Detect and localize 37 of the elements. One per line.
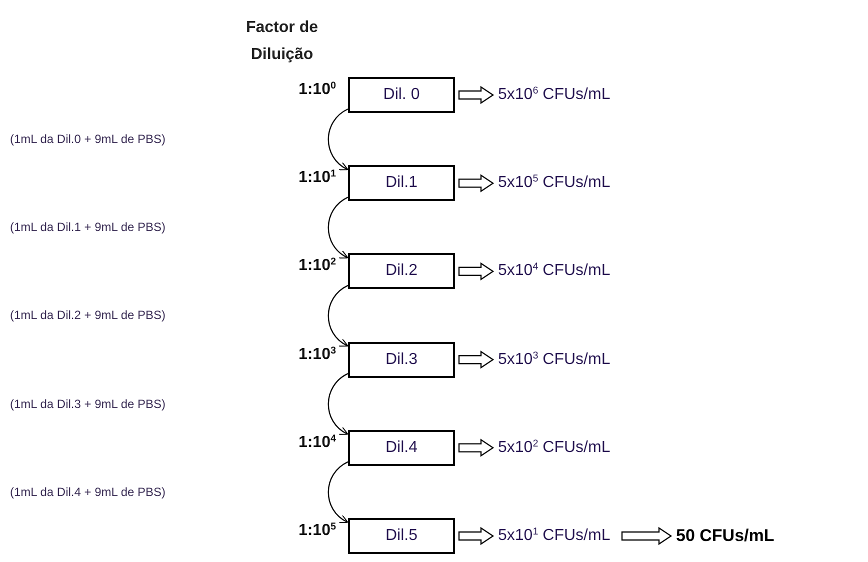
- concentration-label: 5x10$^{5}$ CFUs/mL: [498, 171, 618, 196]
- dilution-factor: 1:10$^{0}$: [297, 81, 336, 99]
- block-arrow: [458, 526, 494, 546]
- dilution-note: (1mL da Dil.2 + 9mL de PBS): [10, 308, 166, 322]
- dilution-box: Dil.3: [348, 342, 455, 378]
- dilution-factor: 1:10$^{5}$: [297, 522, 336, 540]
- block-arrow: [621, 526, 672, 546]
- curved-arrow: [328, 196, 348, 258]
- concentration-label: 5x10$^{4}$ CFUs/mL: [498, 259, 618, 284]
- concentration-label: 5x10$^{2}$ CFUs/mL: [498, 436, 618, 460]
- concentration-label: 5x10$^{6}$ CFUs/mL: [498, 83, 618, 107]
- block-arrow: [458, 262, 494, 281]
- dilution-note: (1mL da Dil.1 + 9mL de PBS): [10, 220, 166, 234]
- dilution-box: Dil.2: [348, 253, 455, 290]
- block-arrow: [458, 438, 494, 457]
- curved-arrow: [328, 284, 348, 347]
- block-arrow: [458, 174, 494, 192]
- dilution-factor: 1:10$^{1}$: [297, 169, 336, 188]
- curved-arrow: [328, 373, 348, 435]
- curved-arrow: [328, 108, 348, 170]
- dilution-note: (1mL da Dil.4 + 9mL de PBS): [10, 484, 166, 499]
- block-arrow: [458, 350, 494, 369]
- concentration-label: 50 CFUs/mL: [676, 524, 802, 548]
- column-heading: Factor de Diluição: [244, 18, 319, 65]
- dilution-box: Dil. 0: [348, 77, 455, 113]
- dilution-box: Dil.4: [348, 430, 455, 466]
- concentration-label: 5x10$^{3}$ CFUs/mL: [498, 348, 618, 372]
- dilution-box: Dil.1: [348, 165, 455, 202]
- concentration-label: 5x10$^{1}$ CFUs/mL: [498, 524, 618, 548]
- dilution-factor: 1:10$^{4}$: [297, 434, 336, 452]
- dilution-factor: 1:10$^{2}$: [297, 257, 336, 276]
- dilution-note: (1mL da Dil.3 + 9mL de PBS): [10, 396, 166, 411]
- block-arrow: [458, 86, 494, 104]
- curved-arrow: [328, 461, 348, 524]
- dilution-box: Dil.5: [348, 518, 455, 554]
- dilution-note: (1mL da Dil.0 + 9mL de PBS): [10, 132, 166, 146]
- dilution-factor: 1:10$^{3}$: [297, 346, 336, 364]
